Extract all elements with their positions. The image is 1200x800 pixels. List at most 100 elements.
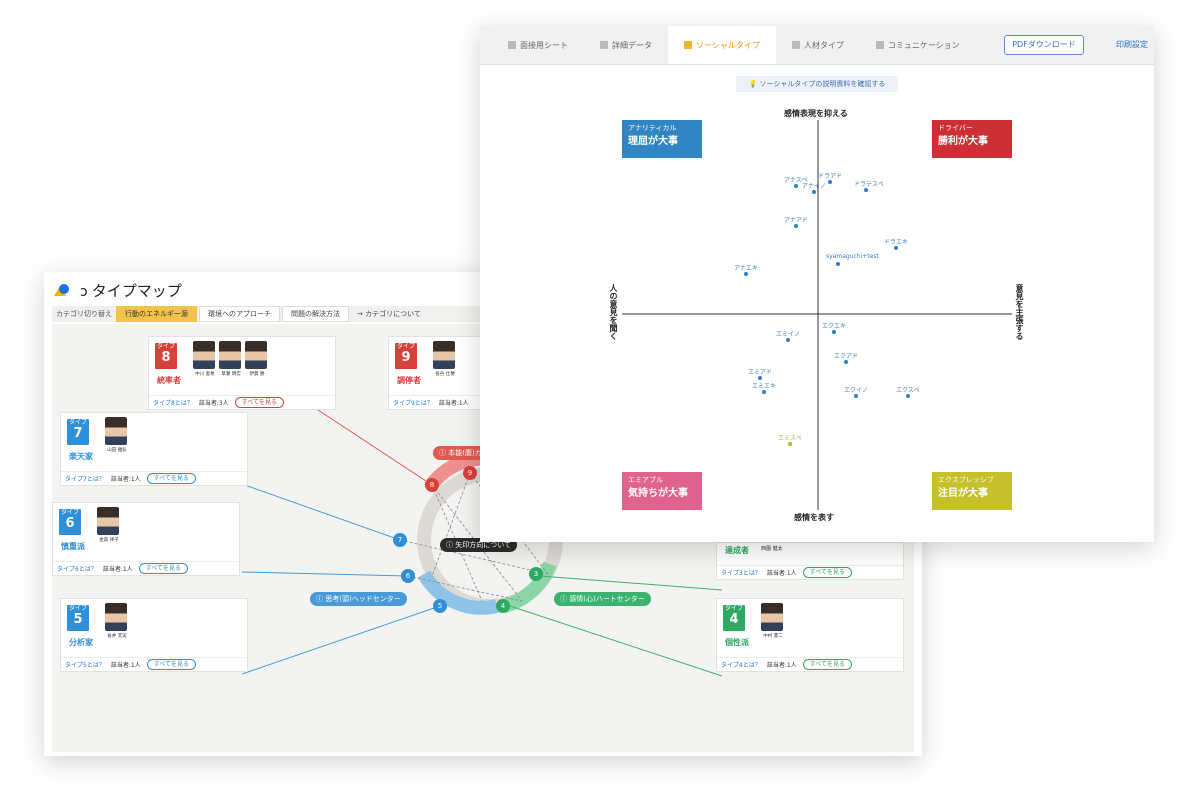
badge-label: タイプ (68, 419, 87, 426)
badge-label: タイプ (724, 605, 743, 612)
see-all-button[interactable]: すべてを見る (146, 659, 196, 670)
category-tab-solution[interactable]: 問題の解決方法 (282, 306, 349, 322)
see-all-button[interactable]: すべてを見る (146, 473, 196, 484)
avatar[interactable]: 長井 芙実 (105, 603, 127, 639)
category-tab-approach[interactable]: 環境へのアプローチ (199, 306, 280, 322)
gut-center-label[interactable]: ⓘ 本能(腹)ガ (433, 446, 488, 460)
badge-number: 5 (73, 612, 83, 627)
plot-point[interactable] (762, 390, 766, 394)
type-about-link[interactable]: タイプ5とは？ (65, 662, 105, 669)
plot-point-label: syamaguchi+test (826, 253, 879, 260)
tab-talent-type[interactable]: 人材タイプ (776, 26, 860, 64)
quadrant-amiable: エミアブル気持ちが大事 (622, 472, 702, 510)
member-count: 該当者:1人 (438, 400, 469, 407)
tab-label: ソーシャルタイプ (696, 40, 760, 50)
plot-point[interactable] (758, 376, 762, 380)
tab-detail-data[interactable]: 詳細データ (584, 26, 668, 64)
plot-point[interactable] (794, 224, 798, 228)
badge-label: タイプ (156, 343, 175, 350)
avatar[interactable]: 伊賀 勝 (245, 341, 267, 377)
see-all-button[interactable]: すべてを見る (802, 567, 852, 578)
member-name: 山田 雅弘 (107, 448, 127, 453)
plot-point[interactable] (836, 262, 840, 266)
category-about-link[interactable]: → カテゴリについて (357, 310, 421, 318)
plot-point-label: エミアド (748, 369, 773, 376)
plot-point[interactable] (906, 394, 910, 398)
plot-point[interactable] (786, 338, 790, 342)
type-about-link[interactable]: タイプ9とは？ (393, 400, 433, 407)
member-name: 伊賀 勝 (249, 372, 265, 377)
axis-bottom-label: 感情を表す (794, 513, 834, 522)
plot-point-label: アナイノ (802, 183, 826, 190)
member-photos: 山田 雅弘 (105, 417, 127, 453)
plot-point[interactable] (864, 188, 868, 192)
plot-point[interactable] (894, 246, 898, 250)
category-tab-energy[interactable]: 行動のエネルギー源 (116, 306, 197, 322)
plot-point[interactable] (828, 180, 832, 184)
social-type-window: 面接用シート 詳細データ ソーシャルタイプ 人材タイプ コミュニケーション PD… (480, 26, 1154, 542)
type-name: 慎重派 (61, 542, 85, 551)
type-about-link[interactable]: タイプ4とは？ (721, 662, 761, 669)
lightbulb-icon: 💡 (748, 80, 760, 88)
heart-center-label[interactable]: ⓘ 感情(心)ハートセンター (554, 592, 651, 606)
tab-communication[interactable]: コミュニケーション (860, 26, 976, 64)
plot-point[interactable] (854, 394, 858, 398)
explanation-button[interactable]: 💡 ソーシャルタイプの説明資料を確認する (736, 76, 898, 92)
avatar[interactable]: 中川 愛希 (193, 341, 215, 377)
see-all-button[interactable]: すべてを見る (234, 397, 284, 408)
plot-point-label: エミイノ (776, 331, 801, 338)
see-all-button[interactable]: すべてを見る (802, 659, 852, 670)
plot-point[interactable] (788, 442, 792, 446)
pdf-download-button[interactable]: PDFダウンロード (1004, 35, 1084, 55)
axis-left-label: 人の意見を聞く (609, 284, 618, 340)
avatar[interactable]: 草瀬 明宏 (219, 341, 241, 377)
type-about-link[interactable]: タイプ3とは？ (721, 570, 761, 577)
card-footer: タイプ6とは？該当者:1人すべてを見る (53, 561, 239, 575)
avatar[interactable]: 金森 律子 (97, 507, 119, 543)
type-node-6[interactable]: 6 (401, 569, 415, 583)
type-about-link[interactable]: タイプ6とは？ (57, 566, 97, 573)
type-name: 調停者 (397, 376, 421, 385)
quadrant-analytical: アナリティカル理屈が大事 (622, 120, 702, 158)
plot-point[interactable] (844, 360, 848, 364)
member-name: 草瀬 明宏 (221, 372, 241, 377)
plot-point-label: アナスペ (784, 177, 808, 184)
avatar[interactable]: 山田 雅弘 (105, 417, 127, 453)
plot-point[interactable] (794, 184, 798, 188)
badge-label: タイプ (60, 509, 79, 516)
head-center-label[interactable]: ⓘ 思考(頭)ヘッドセンター (310, 592, 407, 606)
tab-label: 人材タイプ (803, 40, 844, 50)
plot-point[interactable] (812, 190, 816, 194)
quadrant-motto: 注目が大事 (938, 488, 988, 499)
type-node-3[interactable]: 3 (529, 567, 543, 581)
tab-social-type[interactable]: ソーシャルタイプ (668, 26, 776, 64)
plot-point-label: エクイノ (844, 387, 869, 394)
type-about-link[interactable]: タイプ7とは？ (65, 476, 105, 483)
see-all-button[interactable]: すべてを見る (138, 563, 188, 574)
plot-point-label: ドラテスペ (854, 181, 884, 188)
print-settings-link[interactable]: 印刷設定 (1116, 40, 1148, 49)
tab-interview-sheet[interactable]: 面接用シート (480, 26, 584, 64)
type-node-8[interactable]: 8 (425, 478, 439, 492)
type-node-7[interactable]: 7 (393, 533, 407, 547)
type-node-4[interactable]: 4 (496, 599, 510, 613)
plot-point[interactable] (744, 272, 748, 276)
avatar[interactable]: 中村 憲二 (761, 603, 783, 639)
type-about-link[interactable]: タイプ8とは？ (153, 400, 193, 407)
type-card-3[interactable]: 達成者 西園 健太 タイプ3とは？該当者:1人すべてを見る (716, 542, 904, 580)
type-node-9[interactable]: 9 (463, 466, 477, 480)
avatar[interactable]: 長谷 仕穂 (433, 341, 455, 377)
plot-point-label: ドラエキ (884, 239, 909, 246)
type-node-5[interactable]: 5 (433, 599, 447, 613)
plot-point[interactable] (832, 330, 836, 334)
